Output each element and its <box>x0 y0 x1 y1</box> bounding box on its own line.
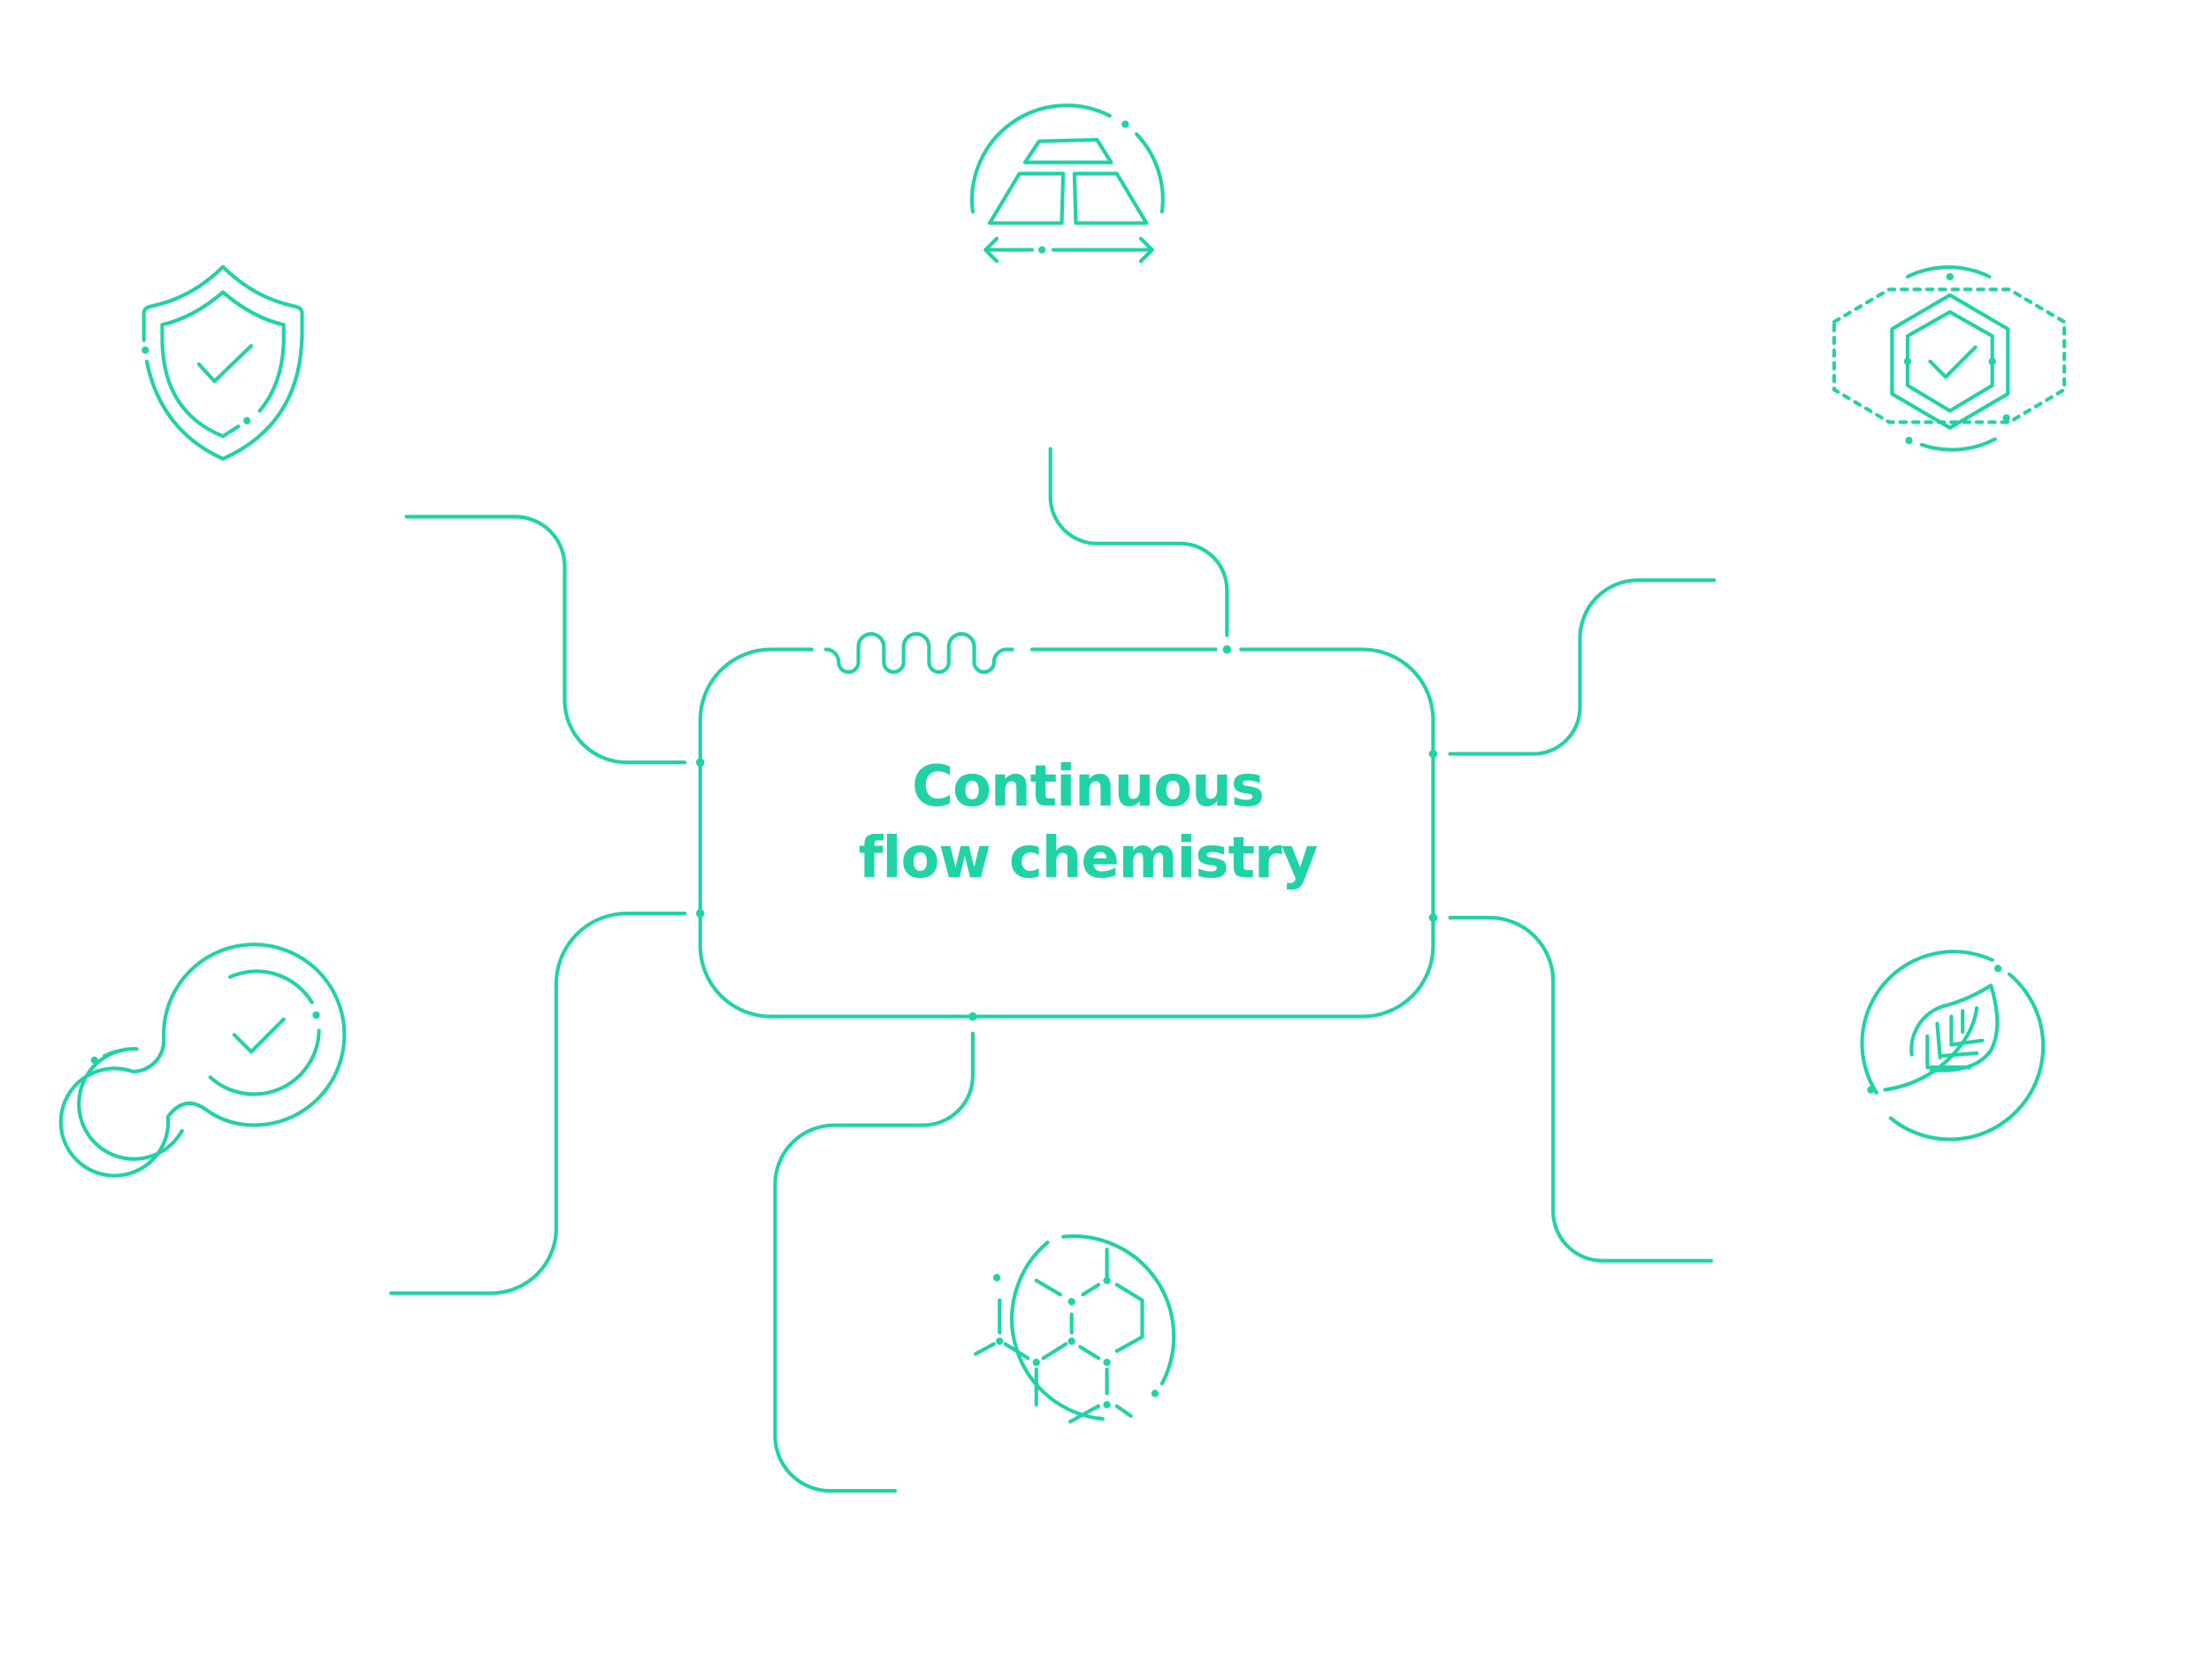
shield-check-icon <box>142 264 304 461</box>
molecule-icon <box>974 1234 1176 1424</box>
connector-bottom-left <box>389 911 687 1295</box>
connector-top <box>1048 447 1229 638</box>
connector-top-left <box>404 515 687 765</box>
connector-bottom <box>773 1031 975 1493</box>
scale-up-bricks-icon <box>970 103 1165 263</box>
hexagon-check-icon <box>1832 265 2067 452</box>
coil-icon <box>823 631 1014 674</box>
reactor-vessel-check-icon <box>58 943 347 1178</box>
hub-title-line-1: Continuous <box>912 754 1265 820</box>
hub-title: Continuous flow chemistry <box>778 752 1397 895</box>
connector-top-right <box>1448 578 1717 756</box>
leaf-icon <box>1860 950 2046 1142</box>
connector-bottom-right <box>1448 915 1714 1263</box>
central-hub <box>695 631 1438 1021</box>
hub-title-line-2: flow chemistry <box>858 826 1319 891</box>
